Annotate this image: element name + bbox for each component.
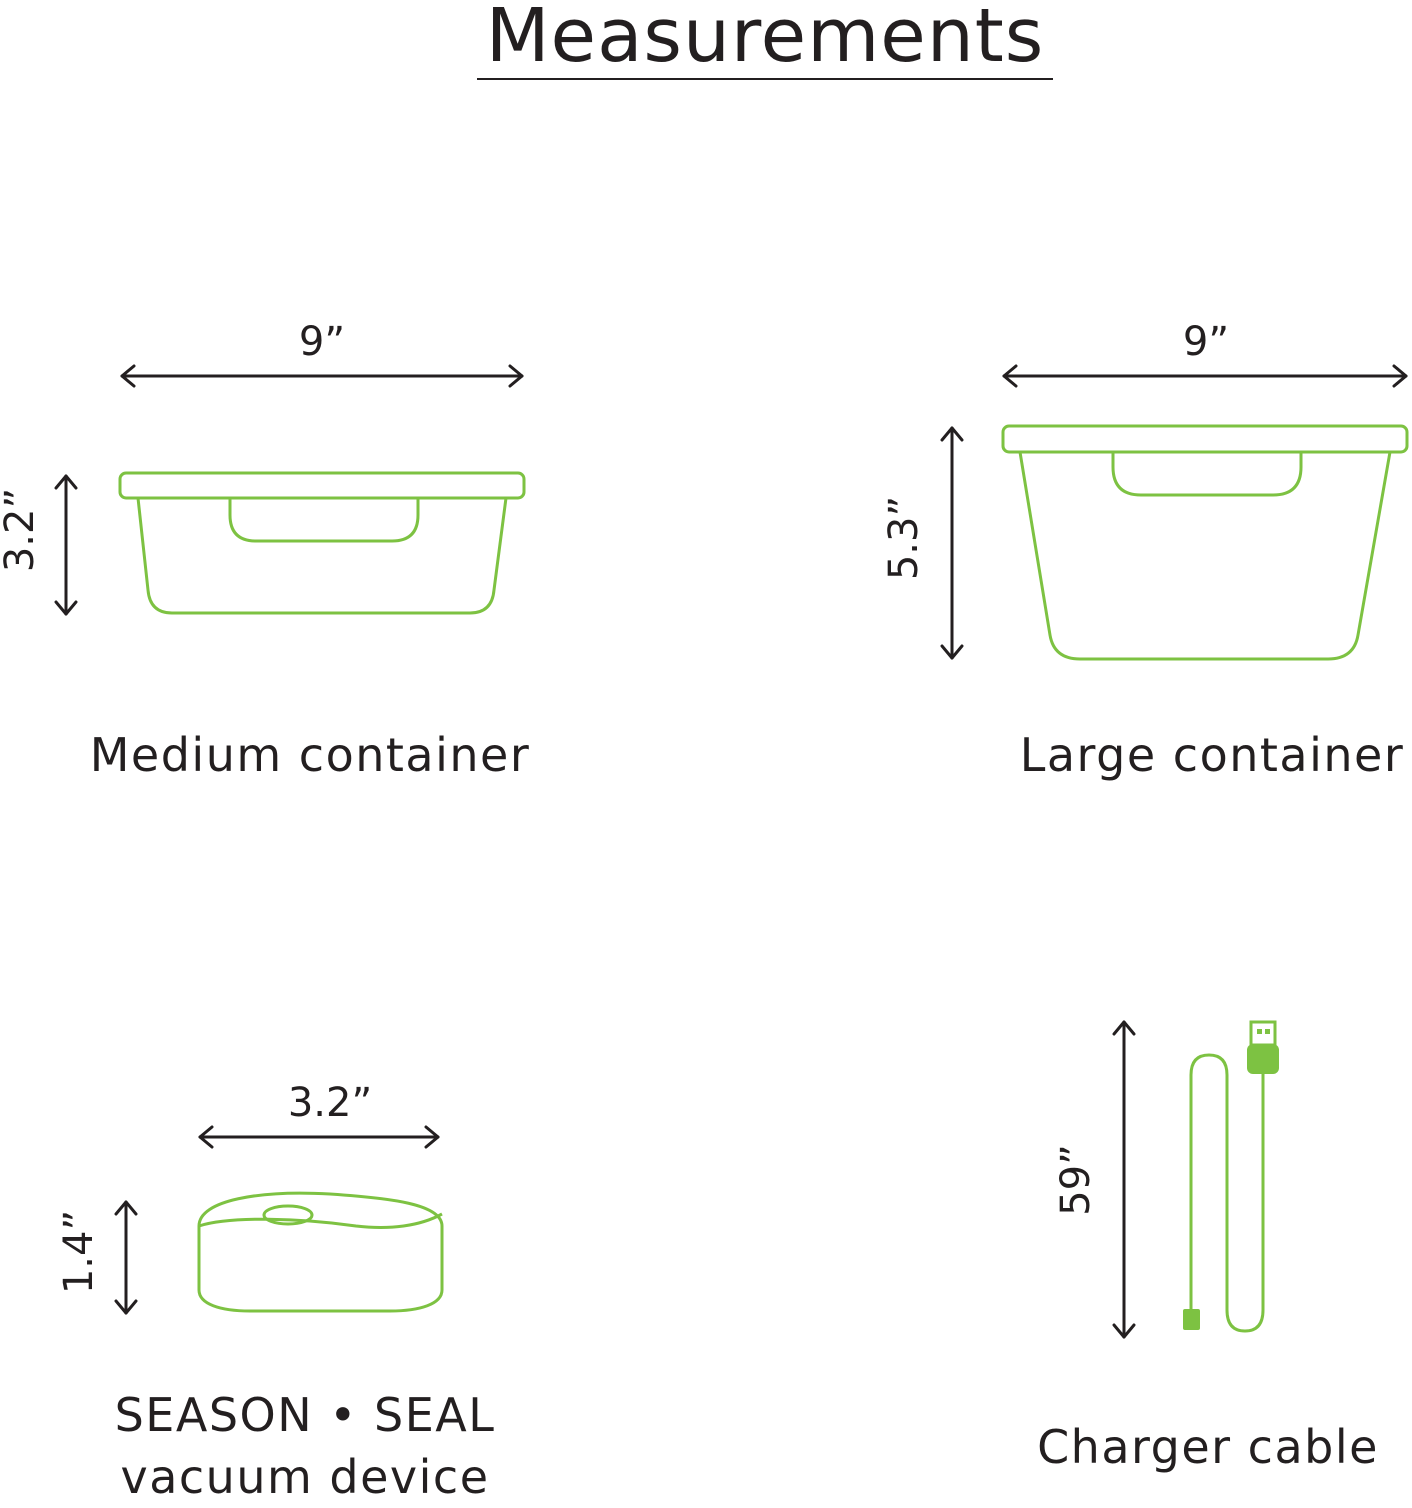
title-underline [477,78,1053,80]
cable-length-label: 59” [1053,1144,1099,1216]
large-width-arrow [1002,364,1408,388]
medium-width-arrow [120,364,524,388]
medium-container-label: Medium container [89,728,531,782]
medium-container-icon [118,471,526,615]
medium-height-arrow [54,474,78,616]
device-width-arrow [198,1125,440,1149]
medium-width-label: 9” [298,319,346,365]
device-height-arrow [114,1200,138,1315]
vacuum-device-icon [197,1191,444,1313]
device-height-label: 1.4” [56,1209,102,1295]
large-height-label: 5.3” [881,495,927,581]
large-height-arrow [940,426,964,660]
large-container-label: Large container [1019,728,1405,782]
large-width-label: 9” [1182,319,1230,365]
device-label-line1: SEASON • SEAL [114,1388,496,1442]
cable-length-arrow [1112,1020,1136,1339]
device-label-line2: vacuum device [120,1450,490,1504]
device-width-label: 3.2” [287,1080,373,1126]
charger-cable-icon [1183,1020,1279,1333]
medium-height-label: 3.2” [0,487,43,573]
charger-cable-label: Charger cable [1037,1420,1379,1474]
page-title: Measurements [485,0,1045,79]
large-container-icon [1001,424,1409,661]
